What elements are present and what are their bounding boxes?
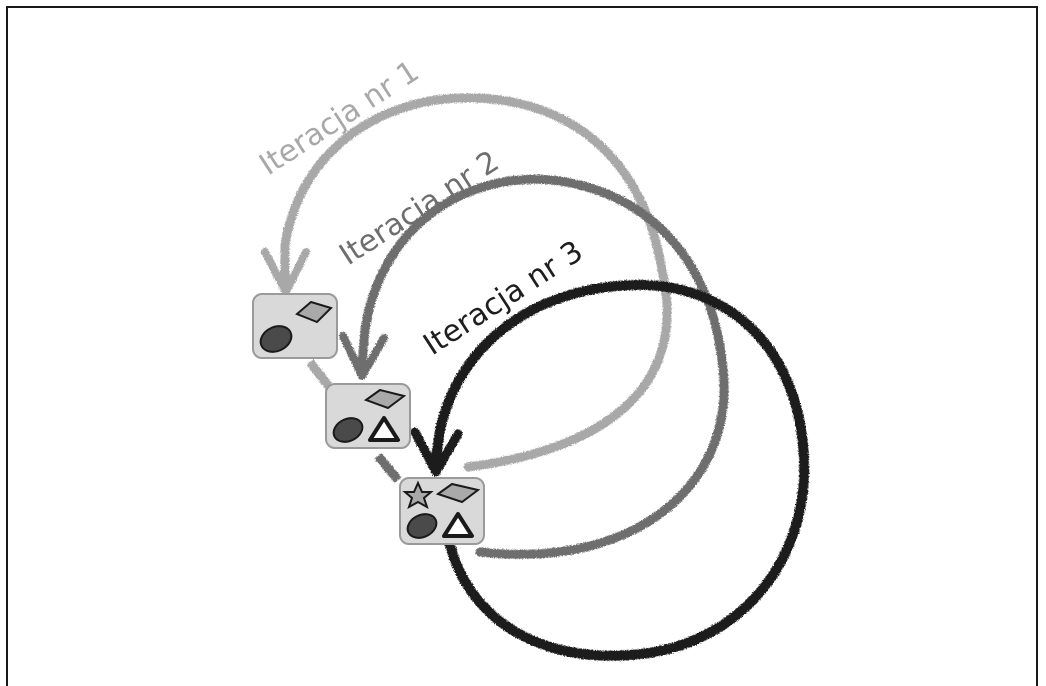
ellipse-shape-icon — [406, 513, 438, 539]
iteration-3-result-box — [399, 477, 485, 545]
iteration-2-label: Iteracja nr 2 — [333, 144, 505, 273]
iteration-2-arc — [357, 174, 729, 559]
ellipse-shape-icon — [332, 417, 364, 443]
iteration-1-loop — [261, 93, 672, 472]
iteration-1-connector — [306, 359, 334, 391]
iteration-1-arc — [280, 93, 672, 472]
triangle-shape-icon — [442, 512, 474, 538]
ellipse-shape-icon — [259, 325, 293, 353]
triangle-shape-icon — [368, 416, 400, 442]
diagram-frame — [6, 6, 1038, 686]
iteration-1-arrowhead — [261, 248, 310, 296]
iteration-2-arrowhead — [339, 332, 388, 380]
iteration-2-result-box — [325, 383, 411, 449]
iteration-2-connector — [374, 453, 402, 483]
iteration-3-loop — [410, 279, 810, 661]
rhombus-shape-icon — [435, 482, 481, 504]
rhombus-shape-icon — [363, 388, 407, 410]
iteration-2-loop — [339, 174, 729, 559]
iteration-1-result-box — [252, 293, 338, 359]
iteration-1-label: Iteracja nr 1 — [253, 54, 425, 183]
star-shape-icon — [402, 480, 434, 510]
iteration-3-arrowhead — [410, 427, 463, 477]
iteration-3-arc — [431, 279, 810, 661]
rhombus-shape-icon — [295, 300, 333, 324]
